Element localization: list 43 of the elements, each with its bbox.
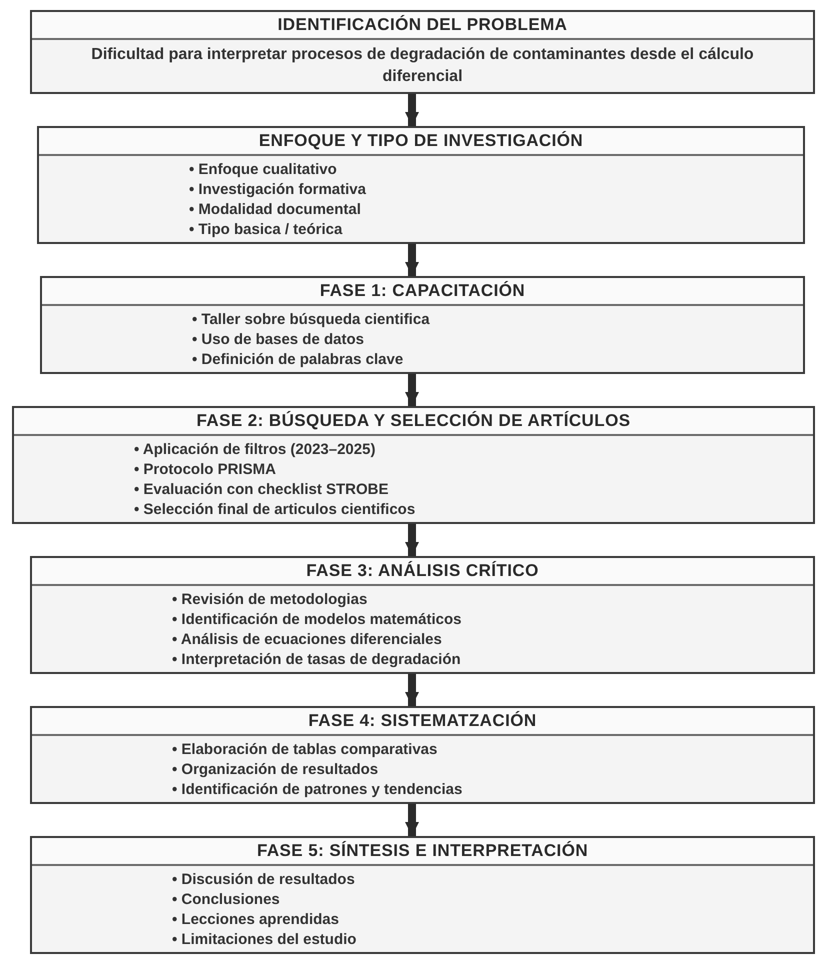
bullet-item: • Limitaciones del estudio — [172, 930, 356, 950]
box-heading: FASE 4: SISTEMATZACIÓN — [308, 710, 537, 732]
process-box — [40, 276, 805, 374]
bullet-item: • Análisis de ecuaciones diferenciales — [172, 630, 442, 650]
bullet-item: • Identificación de modelos matemáticos — [172, 610, 462, 630]
bullet-item: • Elaboración de tablas comparativas — [172, 740, 438, 760]
down-arrow — [405, 524, 419, 556]
bullet-item: • Protocolo PRISMA — [134, 460, 276, 480]
bullet-item: • Uso de bases de datos — [192, 330, 364, 350]
bullet-item: • Conclusiones — [172, 890, 280, 910]
bullet-item: • Evaluación con checklist STROBE — [134, 480, 388, 500]
bullet-item: • Revisión de metodologias — [172, 590, 368, 610]
bullet-item: • Definición de palabras clave — [192, 350, 404, 370]
bullet-item: • Interpretación de tasas de degradación — [172, 650, 461, 670]
bullet-item: • Investigación formativa — [189, 180, 366, 200]
description-text: Dificultad para interpretar procesos de degradación de contaminantes desde el cálculo diferencial — [90, 45, 755, 87]
box-heading: FASE 3: ANÁLISIS CRÍTICO — [306, 560, 539, 582]
bullet-item: • Tipo basica / teórica — [189, 220, 342, 240]
box-heading: FASE 1: CAPACITACIÓN — [320, 280, 526, 302]
box-heading: ENFOQUE Y TIPO DE INVESTIGACIÓN — [258, 130, 584, 152]
box-heading: FASE 2: BÚSQUEDA Y SELECCIÓN DE ARTÍCULOS — [196, 410, 630, 432]
bullet-item: • Selección final de articulos cientificos — [134, 500, 416, 520]
box-heading: IDENTIFICACIÓN DEL PROBLEMA — [278, 14, 568, 36]
down-arrow — [405, 94, 419, 126]
bullet-item: • Discusión de resultados — [172, 870, 355, 890]
process-box — [30, 556, 815, 674]
bullet-item: • Enfoque cualitativo — [189, 160, 337, 180]
down-arrow — [405, 244, 419, 276]
bullet-item: • Organización de resultados — [172, 760, 378, 780]
down-arrow — [405, 374, 419, 406]
bullet-item: • Lecciones aprendidas — [172, 910, 339, 930]
process-box — [30, 10, 815, 94]
process-box — [30, 706, 815, 804]
down-arrow — [405, 674, 419, 706]
box-heading: FASE 5: SÍNTESIS E INTERPRETACIÓN — [256, 840, 588, 862]
process-box — [12, 406, 815, 524]
bullet-item: • Modalidad documental — [189, 200, 361, 220]
bullet-item: • Taller sobre búsqueda cientifica — [192, 310, 430, 330]
process-box — [37, 126, 805, 244]
process-box — [30, 836, 815, 954]
bullet-item: • Aplicación de filtros (2023–2025) — [134, 440, 376, 460]
bullet-item: • Identificación de patrones y tendencias — [172, 780, 462, 800]
down-arrow — [405, 804, 419, 836]
